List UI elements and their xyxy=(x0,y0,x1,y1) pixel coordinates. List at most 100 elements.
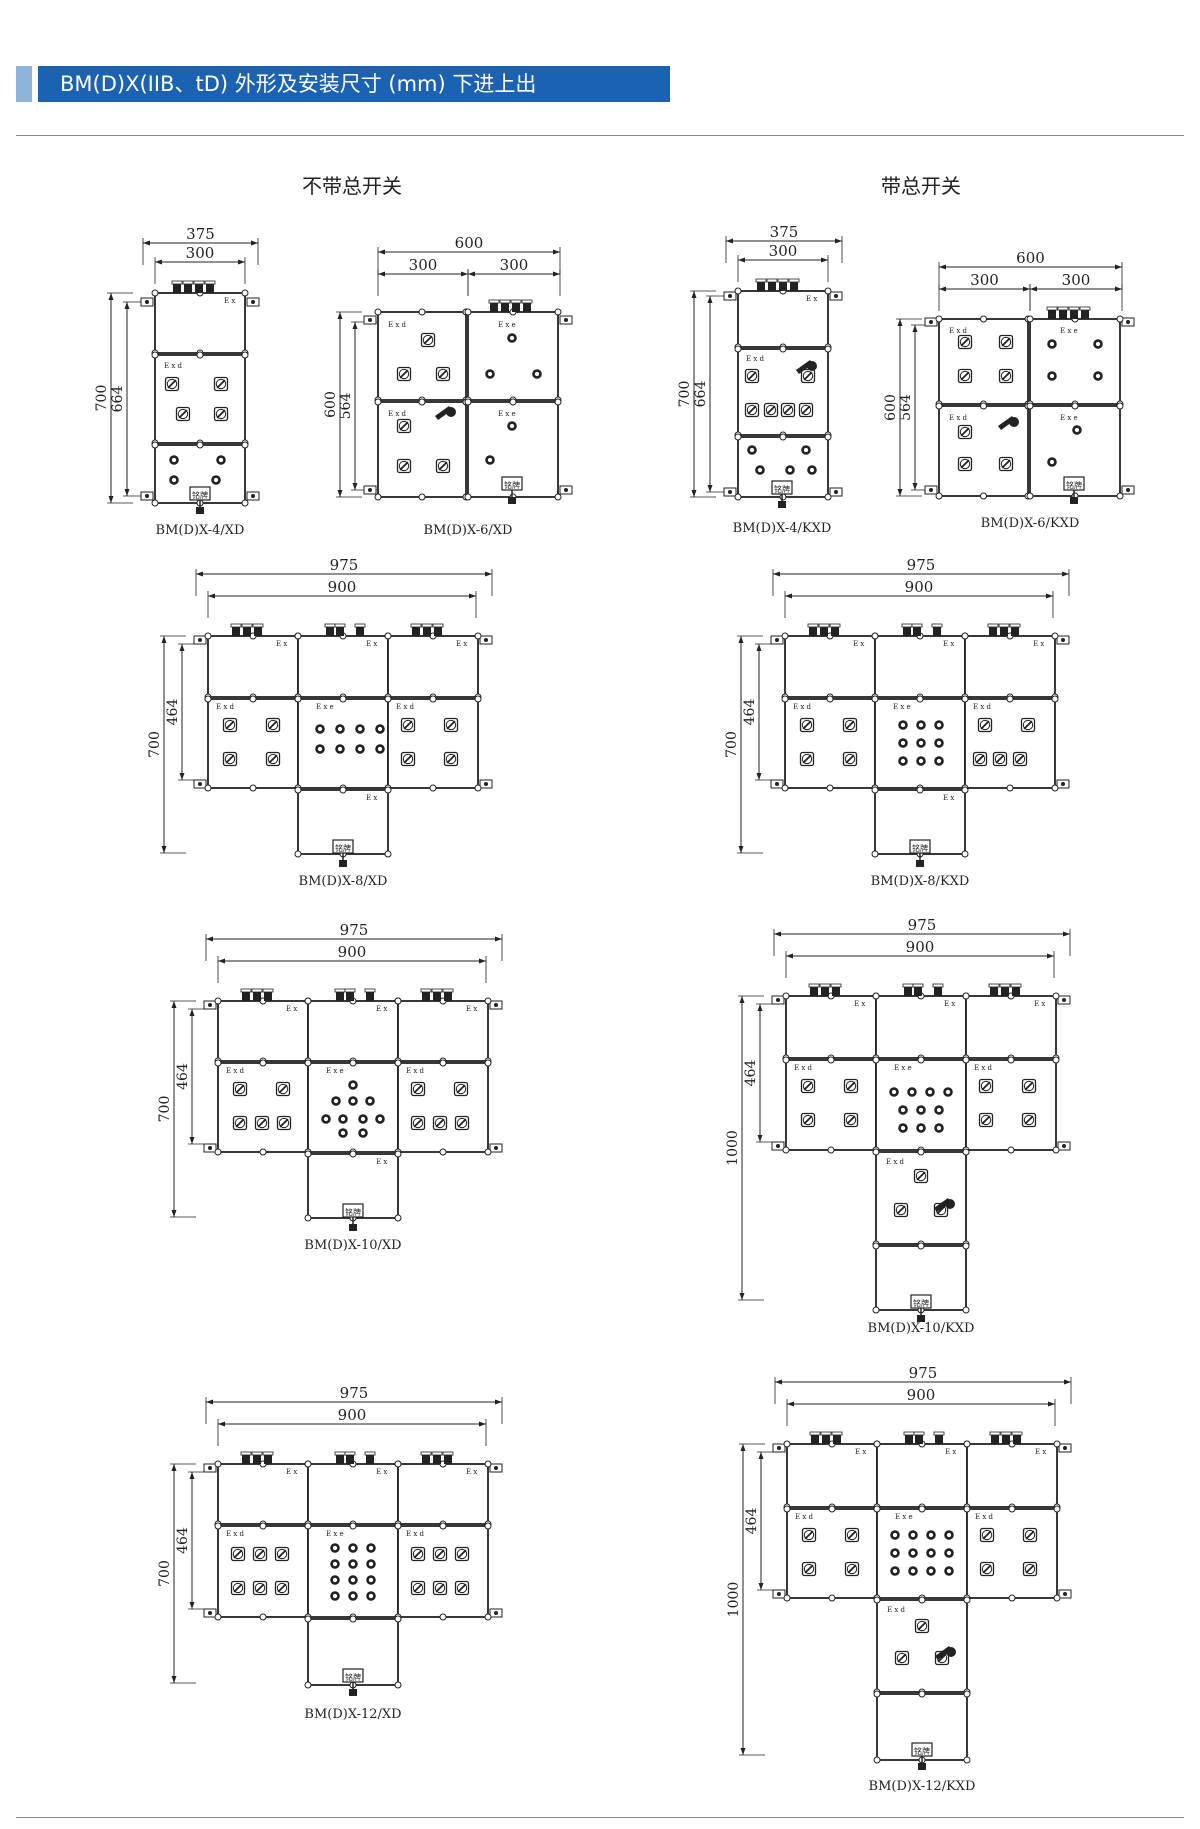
cable-gland xyxy=(422,991,430,1001)
cable-gland-cap xyxy=(240,1451,252,1456)
bolt xyxy=(151,441,159,449)
bolt xyxy=(963,1690,971,1698)
indicator-light-center xyxy=(946,1532,952,1538)
section-header: BM(D)X(IIB、tD) 外形及安装尺寸 (mm) 下进上出 xyxy=(38,66,670,102)
ex-marking: E x xyxy=(945,1448,956,1456)
model-label: BM(D)X-10/XD xyxy=(304,1238,401,1253)
nameplate-text: 铭牌 xyxy=(345,1672,361,1682)
cable-gland-cap xyxy=(932,983,944,988)
bolt xyxy=(1053,1440,1061,1448)
cable-gland-cap xyxy=(1010,983,1022,988)
ex-marking: E x xyxy=(466,1468,477,1476)
ex-marking: E x xyxy=(944,1000,955,1008)
bolt xyxy=(962,1306,970,1314)
switch-handle xyxy=(1024,1115,1034,1125)
bolt xyxy=(394,1522,402,1530)
indicator-light-center xyxy=(909,1089,915,1095)
switch-handle xyxy=(413,1084,423,1094)
ex-marking: E x d xyxy=(746,355,765,363)
dim-width-inner-arrow-left xyxy=(218,958,225,964)
cable-gland xyxy=(1070,309,1078,319)
cable-gland-cap xyxy=(999,983,1011,988)
dim-width-outer-arrow-right xyxy=(1062,571,1069,577)
cable-gland-cap xyxy=(989,1431,1001,1436)
mounting-hole xyxy=(834,490,838,494)
cable-entry-gland xyxy=(339,860,347,867)
bolt xyxy=(204,695,212,703)
bolt xyxy=(554,398,562,406)
dim-width-right-arrow-left xyxy=(1030,286,1037,292)
indicator-light-center xyxy=(927,1089,933,1095)
switch-handle xyxy=(995,754,1005,764)
dim-height-inner-arrow-bottom xyxy=(179,773,185,780)
indicator-light-center xyxy=(350,1082,356,1088)
switch-handle xyxy=(804,1564,814,1574)
bolt xyxy=(439,1522,447,1530)
dim-height-inner-text: 464 xyxy=(175,1527,191,1554)
cable-gland xyxy=(326,626,334,636)
dim-height-outer-arrow-bottom xyxy=(897,489,903,496)
cable-gland-cap xyxy=(230,623,242,628)
dim-width-inner-arrow-right xyxy=(479,958,486,964)
bolt xyxy=(484,997,492,1005)
bolt xyxy=(349,1522,357,1530)
nameplate-text: 铭牌 xyxy=(345,1207,361,1217)
ex-marking: E x xyxy=(276,640,287,648)
bolt xyxy=(826,784,834,792)
indicator-light-center xyxy=(1049,373,1055,379)
indicator-light-center xyxy=(803,447,809,453)
top-module-3 xyxy=(397,1000,489,1062)
bolt xyxy=(980,492,987,500)
bolt xyxy=(935,315,943,323)
bolt xyxy=(349,1615,357,1623)
dim-width-right-text: 300 xyxy=(500,256,529,274)
cable-gland-cap xyxy=(766,278,778,283)
cable-gland xyxy=(444,1454,452,1464)
ex-marking-center: E x e xyxy=(895,1513,913,1521)
main-switch-hub xyxy=(807,361,817,371)
bolt xyxy=(873,1756,881,1764)
bolt xyxy=(962,1148,970,1156)
cable-gland xyxy=(423,626,431,636)
dim-width-outer-arrow-right xyxy=(485,571,492,577)
switch-handle xyxy=(847,1564,857,1574)
dim-height-outer-arrow-top xyxy=(897,319,903,326)
mounting-hole xyxy=(484,638,488,642)
dim-width-outer-arrow-left xyxy=(774,931,781,937)
switch-handle xyxy=(255,1549,265,1559)
dim-height-outer-arrow-top xyxy=(337,312,343,319)
bolt xyxy=(484,1460,492,1468)
switch-handle xyxy=(802,720,812,730)
cable-gland xyxy=(1012,986,1020,996)
indicator-light-center xyxy=(368,1593,374,1599)
cable-gland xyxy=(366,1454,374,1464)
switch-handle xyxy=(897,1653,907,1663)
bolt xyxy=(734,493,742,501)
dim-height-outer-text: 700 xyxy=(94,385,110,412)
bolt xyxy=(734,345,742,353)
cable-gland xyxy=(989,626,997,636)
cable-gland xyxy=(433,991,441,1001)
bolt xyxy=(779,433,787,441)
cable-gland-cap xyxy=(193,280,205,285)
bolt xyxy=(963,1756,971,1764)
switch-handle xyxy=(403,720,413,730)
dim-width-outer-arrow-right xyxy=(835,238,842,244)
bolt xyxy=(304,997,312,1005)
cable-gland-cap xyxy=(252,623,264,628)
switch-handle xyxy=(403,754,413,764)
ex-marking: E x xyxy=(943,794,954,802)
bolt xyxy=(962,992,970,1000)
dim-height-outer-text: 700 xyxy=(724,731,740,758)
indicator-light-center xyxy=(918,1125,924,1131)
indicator-light-center xyxy=(377,726,383,732)
cable-gland xyxy=(336,1454,344,1464)
switch-handle xyxy=(413,1118,423,1128)
cable-gland-cap xyxy=(344,1451,356,1456)
dim-width-left-arrow-right xyxy=(1023,286,1030,292)
bolt xyxy=(204,632,212,640)
